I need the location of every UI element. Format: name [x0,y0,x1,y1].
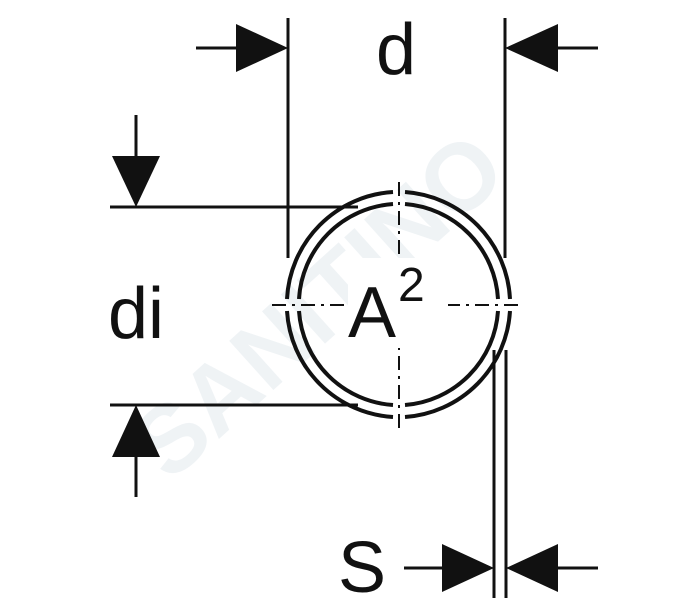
outer-wall [404,310,512,419]
outer-wall [285,190,394,300]
area-label-background [348,258,448,348]
area-label: A2 [348,259,425,353]
pipe-section: A2 [272,182,522,430]
watermark-text: SANITINO [112,113,524,499]
arrow-right-icon [236,24,288,72]
inner-wall [297,310,394,407]
arrow-down-icon [112,156,160,207]
outer-wall [404,190,512,300]
arrow-left-icon [506,544,558,592]
inner-wall [404,310,500,407]
arrow-up-icon [112,405,160,457]
arrow-left-icon [505,24,558,72]
inner-wall [297,202,394,300]
label-d: d [376,10,416,90]
inner-diameter-dimension: di [108,115,358,497]
label-s: S [338,528,386,600]
inner-wall [404,202,500,300]
arrow-right-icon [442,544,494,592]
area-label-exponent: 2 [398,259,425,312]
wall-thickness-dimension: S [338,350,598,600]
area-label-base: A [348,273,396,353]
outer-wall [285,310,394,419]
outer-diameter-dimension: d [196,10,598,258]
label-di: di [108,274,164,354]
watermark: SANITINO [112,113,524,499]
